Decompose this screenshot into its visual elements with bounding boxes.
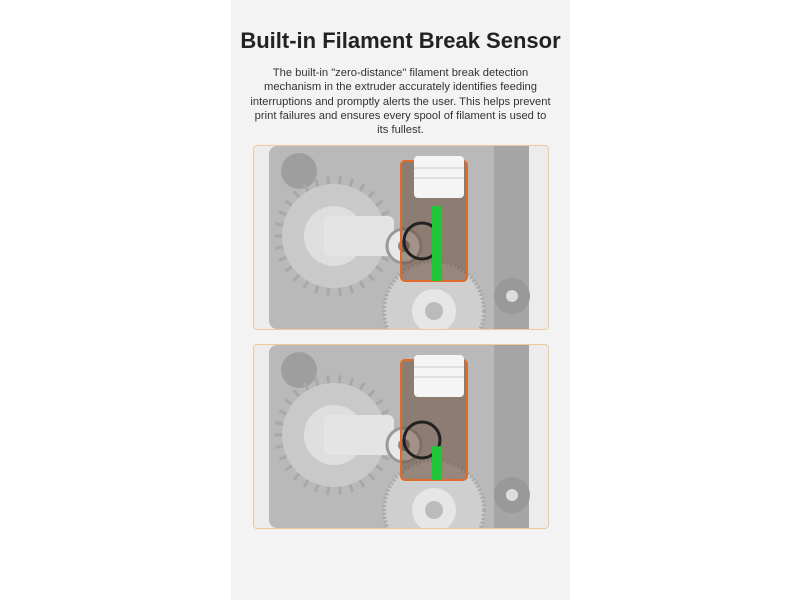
drive-gear	[274, 176, 394, 297]
sensor-highlight	[400, 355, 468, 482]
drive-gear	[274, 375, 394, 496]
extruder-image-filament-break	[253, 344, 549, 530]
description: The built-in "zero-distance" filament br…	[250, 67, 551, 137]
extruder-image-filament-present	[253, 145, 549, 331]
sensor-highlight	[400, 156, 468, 283]
page-title: Built-in Filament Break Sensor	[240, 28, 561, 53]
filament	[432, 446, 442, 481]
content-column: Built-in Filament Break Sensor The built…	[231, 0, 570, 600]
filament	[432, 206, 442, 282]
